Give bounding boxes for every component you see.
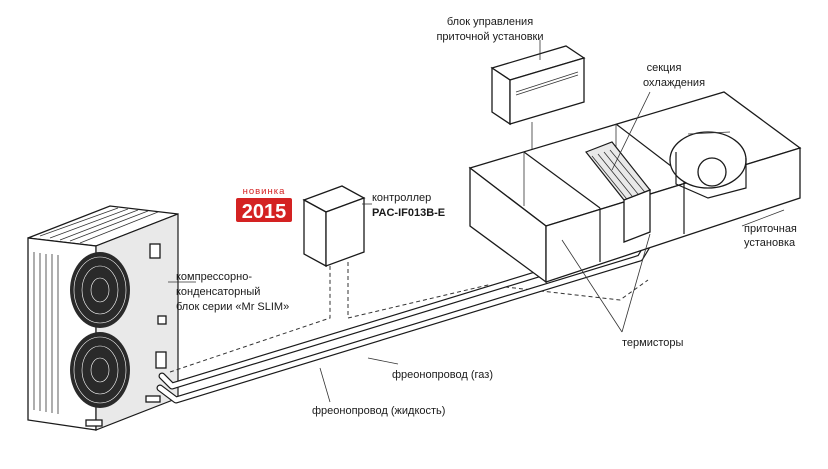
controller-model-label: PAC-IF013B-E [372, 207, 445, 219]
outdoor-unit-label-1: компрессорно- [176, 271, 252, 283]
controller-unit [302, 185, 366, 268]
outdoor-unit-label-3: блок серии «Mr SLIM» [176, 301, 289, 313]
control-unit-label-1: блок управления [447, 16, 533, 28]
fan-grille-top-icon [70, 252, 130, 328]
thermistors-label: термисторы [622, 337, 684, 349]
cooling-coil-icon [585, 141, 651, 243]
control-wires [169, 122, 649, 373]
controller-label: контроллер [372, 192, 431, 204]
air-handling-unit [468, 91, 802, 284]
labels: блок управления приточной установки секц… [176, 16, 797, 417]
control-unit-label-2: приточной установки [436, 31, 543, 43]
gas-pipe-label: фреонопровод (газ) [392, 369, 493, 381]
badge-label: новинка [243, 186, 286, 197]
badge-year: 2015 [242, 201, 287, 223]
fan-grille-bottom-icon [70, 332, 130, 408]
cooling-section-label-1: секция [647, 62, 682, 74]
new-2015-badge: новинка 2015 [236, 186, 292, 223]
fan-icon [669, 131, 747, 199]
supply-unit-label-2: установка [744, 237, 796, 249]
outdoor-unit [27, 205, 179, 431]
supply-unit-label-1: приточная [744, 223, 797, 235]
supply-control-unit [490, 45, 586, 126]
liquid-pipe-label: фреонопровод (жидкость) [312, 405, 445, 417]
cooling-section-label-2: охлаждения [643, 77, 705, 89]
leader-lines [168, 40, 785, 403]
outdoor-unit-label-2: конденсаторный [176, 286, 260, 298]
